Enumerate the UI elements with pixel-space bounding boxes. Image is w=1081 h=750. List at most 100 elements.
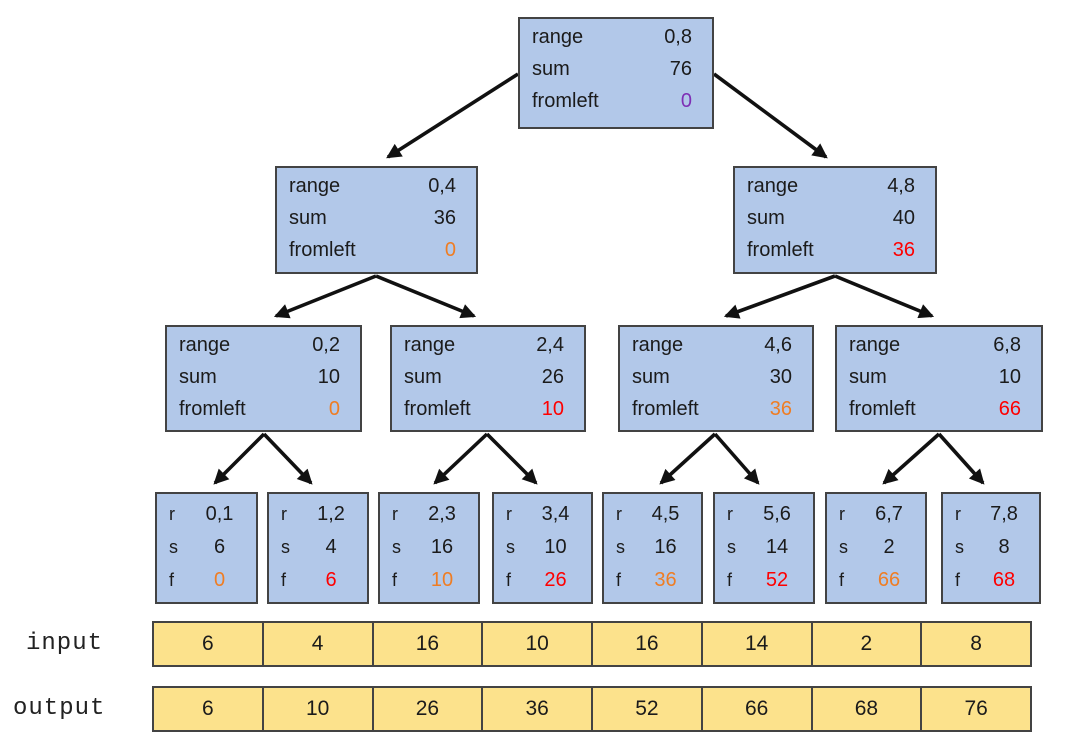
output-row: 6 10 26 36 52 66 68 76	[152, 686, 1032, 732]
output-row-label: output	[13, 695, 106, 722]
fromleft-label: f	[727, 570, 733, 590]
fromleft-value: 68	[992, 569, 1016, 591]
sum-value: 26	[541, 366, 564, 388]
sum-value: 10	[317, 366, 340, 388]
range-value: 3,4	[541, 503, 570, 525]
range-label: r	[169, 504, 175, 524]
sum-label: sum	[179, 366, 217, 388]
input-cell-5: 14	[700, 623, 811, 665]
range-label: r	[506, 504, 512, 524]
arrow-root-left	[386, 72, 519, 159]
output-cell-5: 66	[700, 688, 811, 730]
sum-label: sum	[404, 366, 442, 388]
range-value: 2,4	[536, 334, 564, 356]
fromleft-value: 66	[998, 398, 1021, 420]
arrow-l3c-leaf6	[713, 432, 760, 485]
input-cell-1: 4	[261, 623, 372, 665]
input-cell-3: 10	[481, 623, 591, 665]
fromleft-value: 0	[213, 569, 226, 591]
arrow-l2r-c2	[834, 274, 935, 319]
fromleft-value: 10	[541, 398, 564, 420]
fromleft-label: f	[839, 570, 845, 590]
input-cell-6: 2	[810, 623, 921, 665]
fromleft-value: 36	[654, 569, 677, 591]
sum-label: s	[839, 537, 848, 557]
range-value: 4,6	[764, 334, 792, 356]
sum-label: s	[392, 537, 401, 557]
sum-label: sum	[532, 58, 570, 80]
arrow-root-right	[712, 72, 828, 159]
range-value: 7,8	[990, 503, 1018, 525]
sum-label: sum	[632, 366, 670, 388]
fromleft-value: 36	[892, 239, 915, 261]
range-label: r	[616, 504, 622, 524]
range-value: 0,8	[664, 26, 692, 48]
sum-value: 14	[765, 536, 789, 558]
range-label: range	[289, 175, 341, 197]
sum-value: 4	[325, 536, 337, 558]
range-label: range	[747, 175, 799, 197]
sum-value: 36	[433, 207, 456, 229]
arrow-l2l-c1	[273, 274, 377, 319]
range-label: range	[404, 334, 456, 356]
fromleft-value: 0	[328, 398, 340, 420]
sum-value: 30	[769, 366, 792, 388]
range-value: 6,8	[993, 334, 1021, 356]
arrow-l3d-leaf8	[937, 432, 985, 485]
sum-value: 10	[998, 366, 1021, 388]
output-cell-6: 68	[810, 688, 921, 730]
fromleft-value: 26	[544, 569, 567, 591]
arrow-l3a-leaf1	[213, 432, 266, 485]
range-value: 1,2	[317, 503, 345, 525]
sum-label: sum	[849, 366, 887, 388]
output-cell-1: 10	[261, 688, 372, 730]
input-row: 6 4 16 10 16 14 2 8	[152, 621, 1032, 667]
range-label: range	[532, 26, 584, 48]
output-cell-4: 52	[591, 688, 701, 730]
fromleft-label: f	[506, 570, 512, 590]
arrow-l3d-leaf7	[882, 432, 941, 485]
fromleft-value: 66	[877, 569, 901, 591]
output-cell-3: 36	[481, 688, 591, 730]
fromleft-label: fromleft	[632, 398, 699, 420]
sum-value: 16	[430, 536, 454, 558]
range-label: range	[849, 334, 901, 356]
fromleft-value: 0	[444, 239, 456, 261]
range-label: range	[179, 334, 231, 356]
fromleft-label: f	[169, 570, 175, 590]
fromleft-label: f	[616, 570, 622, 590]
range-label: r	[727, 504, 733, 524]
fromleft-label: fromleft	[747, 239, 814, 261]
fromleft-label: fromleft	[289, 239, 356, 261]
sum-value: 2	[883, 536, 895, 558]
range-label: r	[955, 504, 961, 524]
range-value: 2,3	[428, 503, 456, 525]
sum-value: 16	[654, 536, 677, 558]
fromleft-value: 0	[680, 90, 692, 112]
tree-node-4-6: range 4,6 sum 30 fromleft 36	[618, 325, 814, 432]
range-value: 5,6	[763, 503, 791, 525]
fromleft-value: 36	[769, 398, 792, 420]
sum-label: s	[955, 537, 964, 557]
sum-value: 40	[892, 207, 915, 229]
fromleft-label: fromleft	[404, 398, 471, 420]
output-cell-0: 6	[202, 697, 214, 720]
input-row-label: input	[26, 630, 104, 657]
fromleft-label: f	[955, 570, 961, 590]
range-label: range	[632, 334, 684, 356]
sum-value: 10	[544, 536, 567, 558]
sum-value: 76	[669, 58, 692, 80]
